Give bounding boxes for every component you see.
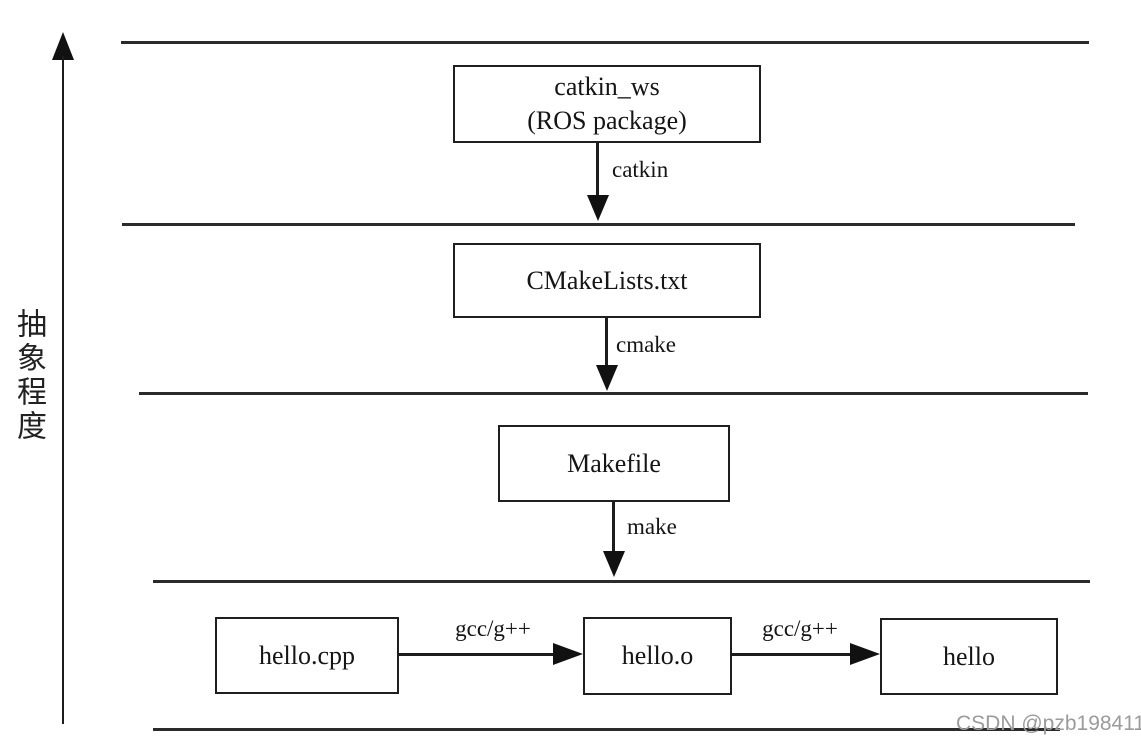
edge-make-arrowhead-icon <box>603 551 625 577</box>
node-hello: hello <box>880 618 1058 695</box>
node-hello-cpp: hello.cpp <box>215 617 399 694</box>
axis-label: 抽象程度 <box>12 308 45 444</box>
edge-gcc1-stem <box>399 653 555 656</box>
edge-catkin-arrowhead-icon <box>587 195 609 221</box>
edge-make-stem <box>612 502 615 554</box>
level-line-2 <box>122 223 1075 226</box>
node-cmakelists: CMakeLists.txt <box>453 243 761 318</box>
node-makefile-line1: Makefile <box>567 448 661 478</box>
edge-label-cmake: cmake <box>616 332 677 357</box>
node-hello-o-line1: hello.o <box>621 641 694 670</box>
edge-gcc2-arrowhead-icon <box>850 643 880 665</box>
node-hello-o: hello.o <box>583 617 732 695</box>
node-hello-line1: hello <box>943 641 995 671</box>
edge-gcc1-arrowhead-icon <box>553 643 583 665</box>
node-hello-cpp-line1: hello.cpp <box>258 640 356 670</box>
node-makefile: Makefile <box>498 425 730 502</box>
watermark: CSDN @pzb19841116 <box>956 712 1141 735</box>
edge-label-gcc2: gcc/g++ <box>762 616 838 641</box>
axis-line <box>62 56 64 724</box>
edge-label-catkin: catkin <box>612 157 669 182</box>
level-line-4 <box>153 580 1090 583</box>
edge-cmake-stem <box>605 318 608 368</box>
edge-cmake-arrowhead-icon <box>596 365 618 391</box>
node-cmakelists-line1: CMakeLists.txt <box>526 265 688 295</box>
level-line-3 <box>139 392 1088 395</box>
edge-catkin-stem <box>596 143 599 197</box>
level-line-1 <box>121 41 1089 44</box>
edge-gcc2-stem <box>731 653 852 656</box>
edge-label-make: make <box>627 514 677 539</box>
edge-label-gcc1: gcc/g++ <box>455 616 531 641</box>
node-catkin-ws-line1: catkin_ws <box>554 72 660 101</box>
node-catkin-ws-line2: (ROS package) <box>527 106 687 135</box>
level-line-5 <box>153 728 1060 731</box>
axis-up-arrow-icon <box>52 32 74 60</box>
node-catkin-ws: catkin_ws (ROS package) <box>453 65 761 143</box>
